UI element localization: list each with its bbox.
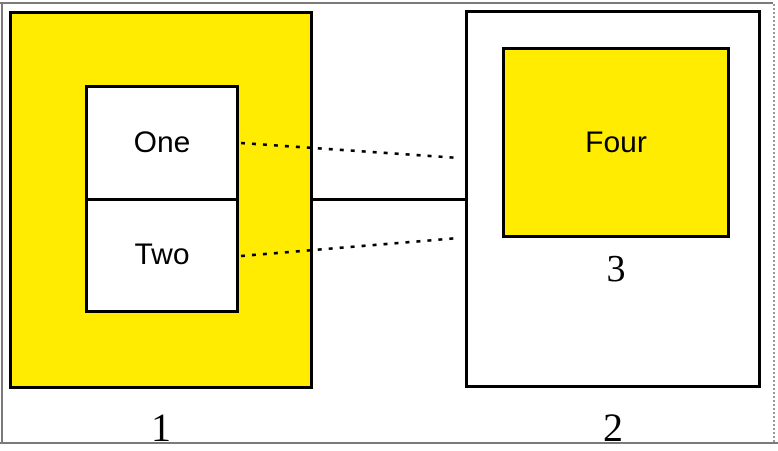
group-2-label: 2 xyxy=(603,405,623,450)
group-3-label: 3 xyxy=(606,248,626,290)
node-four: Four xyxy=(502,47,730,238)
node-stack-one-two: One Two xyxy=(85,85,239,313)
group-1-label: 1 xyxy=(151,405,171,450)
frame-border-left xyxy=(1,2,3,443)
node-one: One xyxy=(88,88,236,198)
node-four-label: Four xyxy=(585,125,647,159)
frame-border-right-dotted xyxy=(773,4,775,442)
node-two-label: Two xyxy=(134,238,190,272)
frame-border-top xyxy=(0,2,773,4)
node-one-label: One xyxy=(133,125,191,159)
frame-border-bottom xyxy=(0,442,778,444)
node-two: Two xyxy=(88,197,236,311)
